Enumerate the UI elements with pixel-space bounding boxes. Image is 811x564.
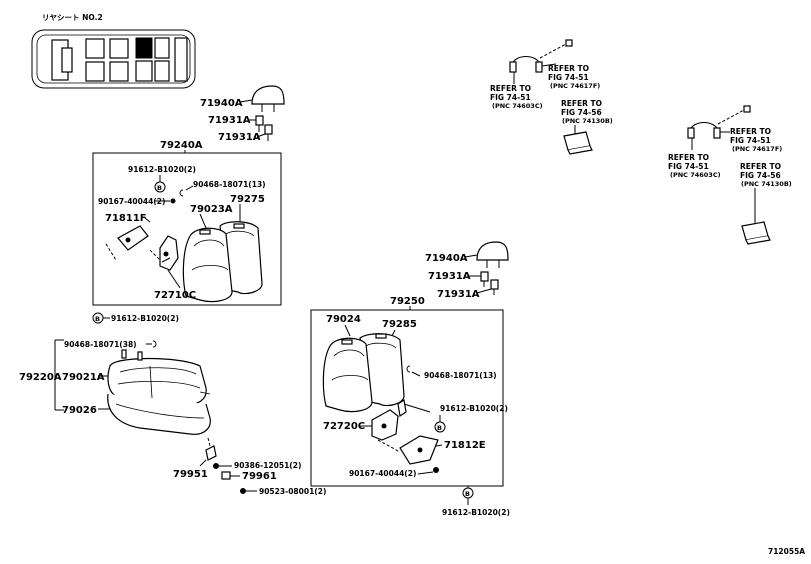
label-cushion-clip: 90468-18071(38): [64, 340, 137, 349]
cup-holder-left: [563, 131, 593, 155]
label-right-cover: 79024: [326, 314, 361, 325]
label-clamp: 90523-08001(2): [259, 487, 326, 496]
figure-id: 712055A: [768, 547, 805, 556]
hinge-bracket-right: [371, 398, 439, 465]
right-clip-icon: [406, 365, 411, 373]
support-upper-left-b: [264, 124, 273, 141]
refer-left-cover-l1: REFER TO: [490, 84, 531, 93]
label-bolt-top: 91612-B1020(2): [128, 165, 196, 174]
support-right-a: [480, 271, 489, 287]
label-screw: 90167-40044(2): [98, 197, 165, 206]
label-hinge: 72710C: [154, 290, 196, 301]
marker-b-upper-label: B: [157, 184, 162, 192]
clip-icon: [179, 189, 184, 197]
refer-right-arm-l1: REFER TO: [730, 127, 771, 136]
label-right-bracket: 71812E: [444, 440, 486, 451]
refer-right-cup-l2: FIG 74-56: [740, 171, 781, 180]
refer-right-cover-pnc: (PNC 74603C): [670, 171, 721, 179]
refer-left-cover-l2: FIG 74-51: [490, 93, 531, 102]
label-bolt-bottom: 91612-B1020(2): [111, 314, 179, 323]
diagram-title: リヤシート NO.2: [42, 13, 103, 22]
refer-left-cup-l2: FIG 74-56: [561, 108, 602, 117]
label-right-bolt-bottom: 91612-B1020(2): [442, 508, 510, 517]
hinge-bracket-upper-left: [105, 225, 179, 271]
label-right-bolt-mid: 91612-B1020(2): [440, 404, 508, 413]
label-assembly-79250: 79250: [390, 296, 425, 307]
refer-right-cup-l1: REFER TO: [740, 162, 781, 171]
armrest-cover-right: [687, 105, 751, 139]
label-cushion-cover: 79021A: [62, 372, 105, 383]
refer-left-arm-l1: REFER TO: [548, 64, 589, 73]
headrest-upper-left: [251, 85, 285, 112]
marker-b-upper: [154, 181, 166, 193]
label-right-back-pad: 79285: [382, 319, 417, 330]
label-hook: 79951: [173, 469, 208, 480]
label-right-screw: 90167-40044(2): [349, 469, 416, 478]
seatback-right: [322, 333, 405, 413]
refer-right-arm-pnc: (PNC 74617F): [732, 145, 782, 153]
label-right-support-b: 71931A: [437, 289, 480, 300]
right-screw-icon: [433, 467, 439, 473]
label-headrest: 71940A: [200, 98, 243, 109]
label-right-headrest: 71940A: [425, 253, 468, 264]
label-pin: 90386-12051(2): [234, 461, 301, 470]
refer-left-cup-pnc: (PNC 74130B): [562, 117, 613, 125]
cup-holder-right: [741, 221, 771, 245]
cap-icon: [221, 471, 231, 480]
support-right-b: [490, 279, 499, 295]
marker-b-lower-label: B: [95, 315, 100, 323]
marker-b-right-mid-label: B: [437, 424, 442, 432]
refer-right-cover-l1: REFER TO: [668, 153, 709, 162]
label-cap: 79961: [242, 471, 277, 482]
label-bracket: 71811F: [105, 213, 147, 224]
marker-b-right-bottom-label: B: [465, 490, 470, 498]
label-support-b: 71931A: [218, 132, 261, 143]
label-support-a: 71931A: [208, 115, 251, 126]
seat-cushion: [107, 349, 211, 435]
cushion-clip-icon: [152, 340, 157, 348]
label-back-pad: 79275: [230, 194, 265, 205]
label-right-hinge: 72720C: [323, 421, 365, 432]
pin-icon: [213, 463, 219, 469]
refer-left-arm-pnc: (PNC 74617F): [550, 82, 600, 90]
marker-b-right-mid: [434, 421, 446, 433]
assembly-box-79240a: [92, 152, 282, 306]
seatback-upper-left: [182, 221, 263, 303]
refer-left-cover-pnc: (PNC 74603C): [492, 102, 543, 110]
label-assembly-79240a: 79240A: [160, 140, 203, 151]
support-upper-left-a: [255, 115, 264, 132]
assembly-box-79250: [310, 309, 504, 487]
clamp-icon: [240, 488, 246, 494]
label-cushion-pad: 79026: [62, 405, 97, 416]
label-clip: 90468-18071(13): [193, 180, 266, 189]
refer-right-cup-pnc: (PNC 74130B): [741, 180, 792, 188]
refer-right-arm-l2: FIG 74-51: [730, 136, 771, 145]
headrest-right: [476, 241, 509, 268]
label-cushion-assembly: 79220A: [19, 372, 62, 383]
refer-left-cup-l1: REFER TO: [561, 99, 602, 108]
armrest-cover-left: [509, 39, 573, 73]
label-right-clip: 90468-18071(13): [424, 371, 497, 380]
hook-icon: [205, 445, 217, 461]
refer-left-arm-l2: FIG 74-51: [548, 73, 589, 82]
label-right-support-a: 71931A: [428, 271, 471, 282]
refer-right-cover-l2: FIG 74-51: [668, 162, 709, 171]
vehicle-top-view: [31, 29, 196, 89]
label-cover: 79023A: [190, 204, 233, 215]
